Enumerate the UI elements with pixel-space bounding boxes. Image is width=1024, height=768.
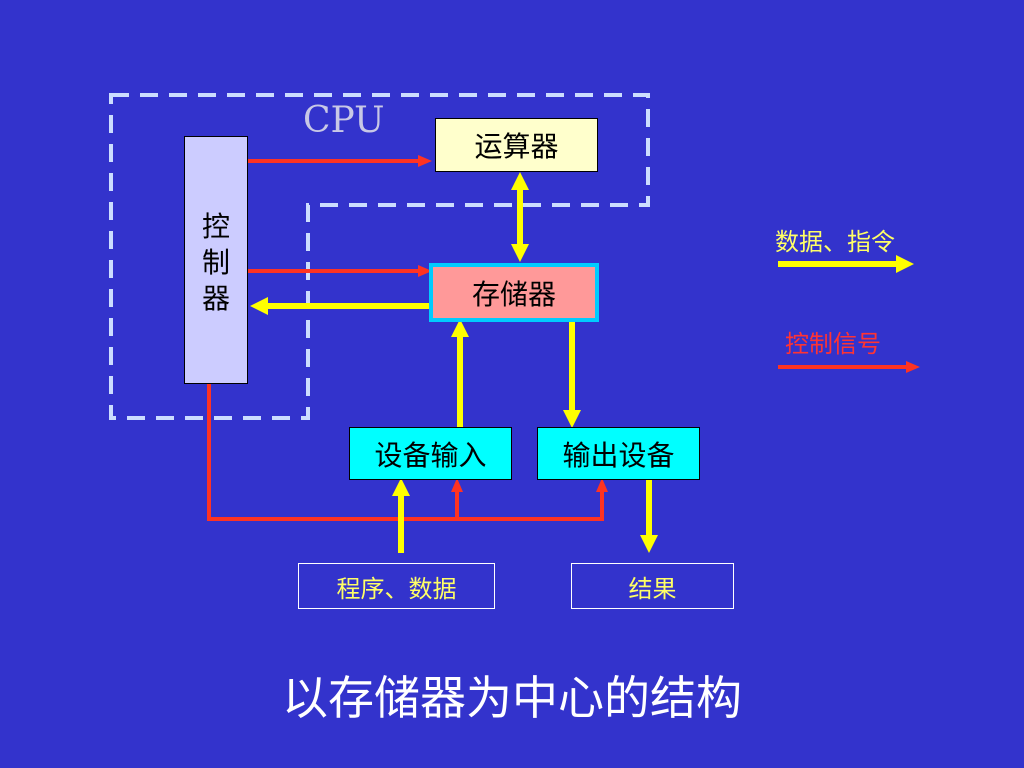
cpu-label: CPU bbox=[303, 100, 385, 141]
memory-box: 存储器 bbox=[429, 263, 599, 322]
legend-control-label: 控制信号 bbox=[785, 330, 881, 358]
ctrl-to-io-line bbox=[207, 384, 604, 521]
alu-box: 运算器 bbox=[435, 118, 598, 172]
controller-char-2: 制 bbox=[201, 246, 230, 279]
controller-char-3: 器 bbox=[201, 282, 230, 315]
controller-box: 控 制 器 bbox=[184, 136, 248, 384]
control-arrows bbox=[207, 155, 608, 521]
legend-data-label: 数据、指令 bbox=[775, 228, 895, 256]
slide-title: 以存储器为中心的结构 bbox=[282, 671, 742, 725]
data-arrows bbox=[250, 172, 914, 553]
controller-char-1: 控 bbox=[201, 210, 230, 243]
source-box: 程序、数据 bbox=[298, 563, 495, 609]
input-device-box: 设备输入 bbox=[349, 427, 512, 480]
output-device-box: 输出设备 bbox=[537, 427, 700, 480]
result-box: 结果 bbox=[571, 563, 734, 609]
cpu-boundary bbox=[109, 93, 650, 420]
